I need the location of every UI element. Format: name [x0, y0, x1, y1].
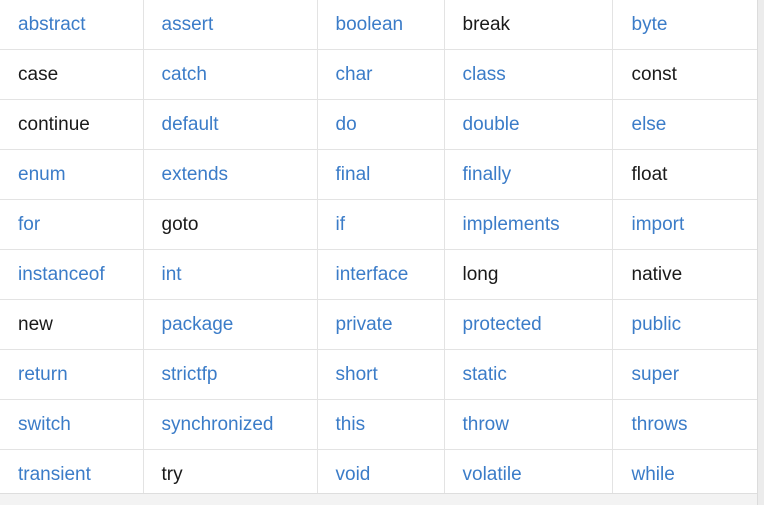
keyword-link[interactable]: strictfp: [143, 349, 318, 400]
keyword-link[interactable]: super: [612, 349, 757, 400]
keyword-link[interactable]: static: [444, 349, 613, 400]
keyword-link[interactable]: interface: [317, 249, 445, 300]
keyword-cell: goto: [143, 199, 318, 250]
keyword-link[interactable]: while: [612, 449, 757, 500]
keyword-cell: new: [0, 299, 144, 350]
keyword-cell: break: [444, 0, 613, 50]
keyword-link[interactable]: instanceof: [0, 249, 144, 300]
page-bottom-edge: [0, 493, 757, 505]
keyword-link[interactable]: throw: [444, 399, 613, 450]
keyword-cell: case: [0, 49, 144, 100]
keyword-link[interactable]: volatile: [444, 449, 613, 500]
keyword-link[interactable]: finally: [444, 149, 613, 200]
keyword-link[interactable]: for: [0, 199, 144, 250]
keyword-link[interactable]: class: [444, 49, 613, 100]
keyword-link[interactable]: do: [317, 99, 445, 150]
keyword-link[interactable]: else: [612, 99, 757, 150]
keyword-link[interactable]: import: [612, 199, 757, 250]
keyword-cell: try: [143, 449, 318, 500]
keyword-link[interactable]: char: [317, 49, 445, 100]
keyword-link[interactable]: package: [143, 299, 318, 350]
keyword-cell: const: [612, 49, 757, 100]
keyword-link[interactable]: transient: [0, 449, 144, 500]
keyword-link[interactable]: if: [317, 199, 445, 250]
keyword-cell: native: [612, 249, 757, 300]
keyword-link[interactable]: public: [612, 299, 757, 350]
keyword-cell: long: [444, 249, 613, 300]
keyword-link[interactable]: int: [143, 249, 318, 300]
keyword-cell: continue: [0, 99, 144, 150]
keyword-link[interactable]: throws: [612, 399, 757, 450]
keyword-link[interactable]: double: [444, 99, 613, 150]
keyword-cell: float: [612, 149, 757, 200]
keyword-link[interactable]: assert: [143, 0, 318, 50]
keyword-link[interactable]: boolean: [317, 0, 445, 50]
keyword-link[interactable]: synchronized: [143, 399, 318, 450]
keyword-link[interactable]: enum: [0, 149, 144, 200]
keyword-link[interactable]: return: [0, 349, 144, 400]
page-right-edge: [757, 0, 764, 505]
keyword-link[interactable]: switch: [0, 399, 144, 450]
keyword-link[interactable]: final: [317, 149, 445, 200]
keyword-link[interactable]: catch: [143, 49, 318, 100]
keyword-link[interactable]: void: [317, 449, 445, 500]
keyword-link[interactable]: short: [317, 349, 445, 400]
keyword-link[interactable]: implements: [444, 199, 613, 250]
keyword-link[interactable]: byte: [612, 0, 757, 50]
keyword-link[interactable]: extends: [143, 149, 318, 200]
keyword-link[interactable]: protected: [444, 299, 613, 350]
keyword-link[interactable]: this: [317, 399, 445, 450]
keyword-link[interactable]: private: [317, 299, 445, 350]
keyword-link[interactable]: default: [143, 99, 318, 150]
keyword-link[interactable]: abstract: [0, 0, 144, 50]
